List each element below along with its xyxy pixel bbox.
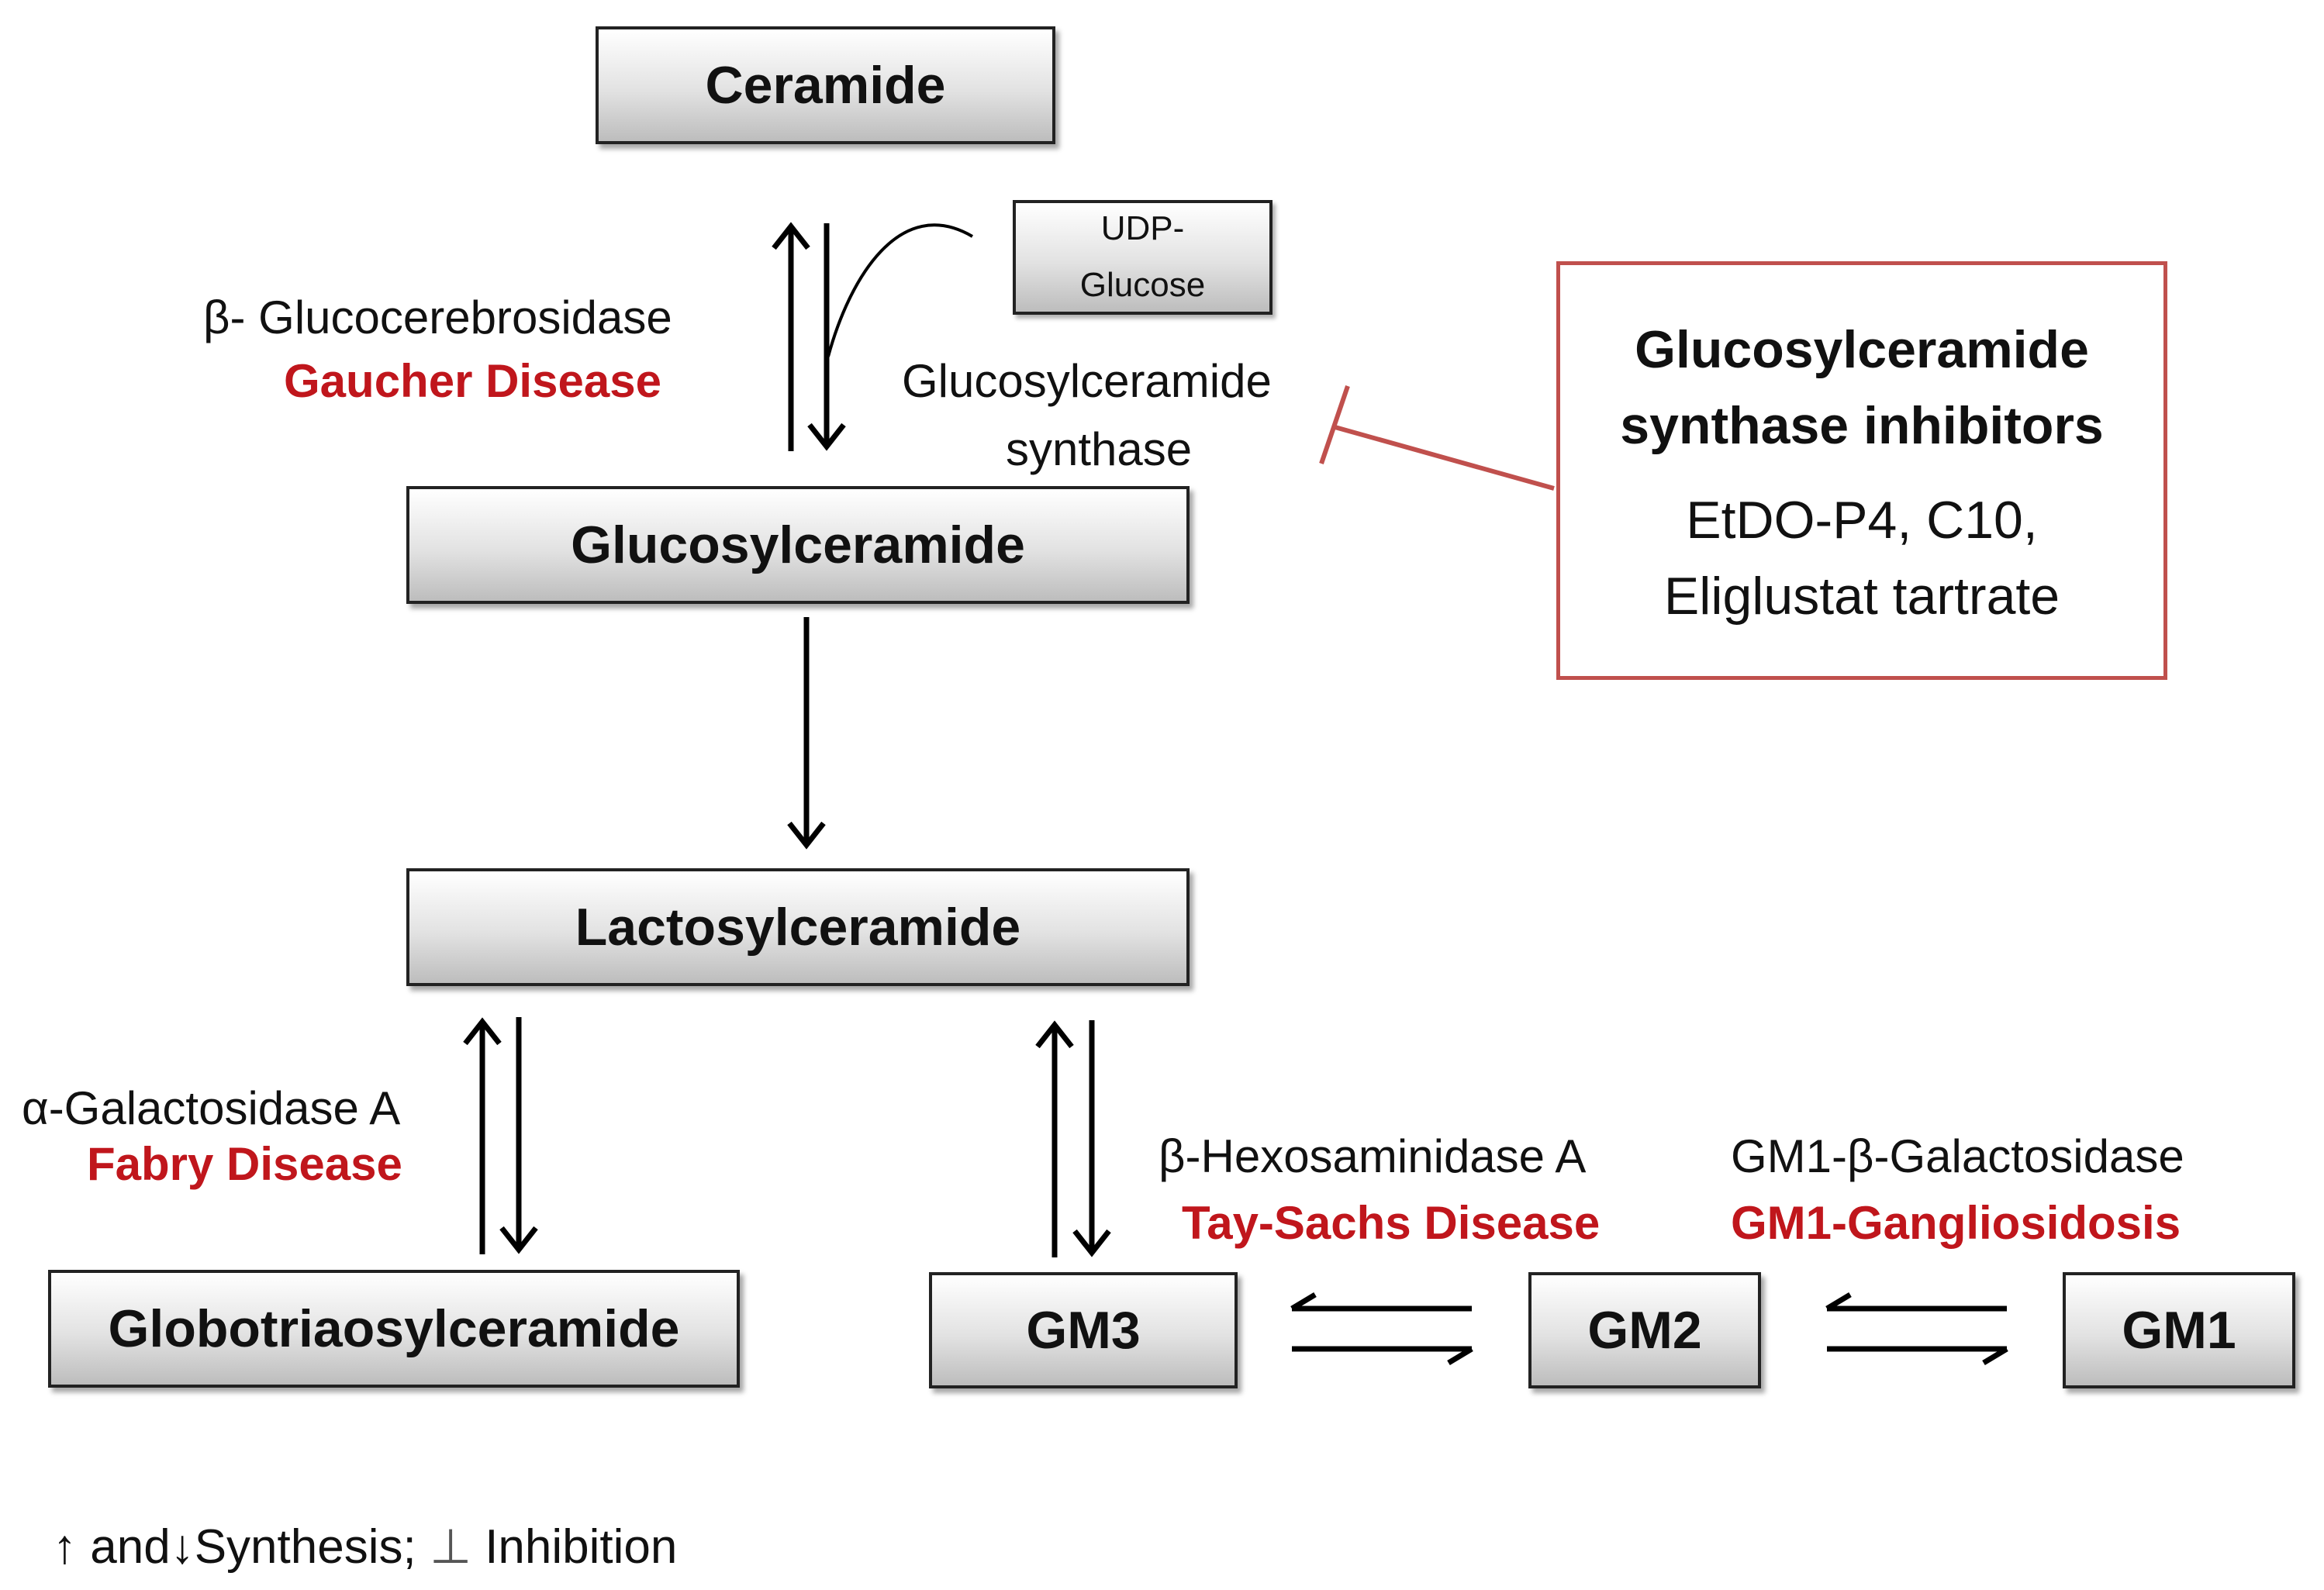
gm2-to-gm1-arrow <box>1827 1346 2008 1366</box>
gaucher-disease-label: Gaucher Disease <box>284 355 661 407</box>
gcs-label-line2: synthase <box>1006 423 1193 475</box>
udp-glucose-node: UDP- Glucose <box>1013 200 1273 315</box>
inhibitor-title-line1: Glucosylceramide <box>1635 320 2089 379</box>
fabry-disease-label: Fabry Disease <box>87 1138 402 1190</box>
gm3-up-arrow <box>1035 1020 1074 1257</box>
legend-up-arrow-icon: ↑ <box>53 1520 77 1574</box>
globotriaosylceramide-label: Globotriaosylceramide <box>108 1299 680 1358</box>
udp-glucose-label-line1: UDP- <box>1100 209 1185 248</box>
udp-glucose-curve <box>827 223 974 357</box>
legend-and-text: and <box>90 1520 171 1574</box>
glucosylceramide-node: Glucosylceramide <box>406 486 1190 604</box>
gm3-label: GM3 <box>1026 1301 1141 1360</box>
legend-inhibition-symbol: ⊥ <box>429 1520 471 1574</box>
gm3-node: GM3 <box>929 1272 1238 1388</box>
glucosylceramide-label: Glucosylceramide <box>571 516 1025 574</box>
gm1-galactosidase-label: GM1-β-Galactosidase <box>1731 1130 2184 1182</box>
inhibitor-title-line2: synthase inhibitors <box>1620 396 2104 455</box>
globotriaosylceramide-node: Globotriaosylceramide <box>48 1270 740 1388</box>
legend-synthesis-text: Synthesis; <box>194 1520 416 1574</box>
gm3-down-arrow <box>1072 1020 1111 1257</box>
tay-sachs-disease-label: Tay-Sachs Disease <box>1182 1197 1601 1249</box>
inhibitor-list: EtDO-P4, C10, Eliglustat tartrate <box>1560 482 2163 634</box>
udp-glucose-label-line2: Glucose <box>1079 266 1206 304</box>
ceramide-node: Ceramide <box>596 26 1055 144</box>
lactosylceramide-node: Lactosylceramide <box>406 868 1190 986</box>
inhibitor-list-line1: EtDO-P4, C10, <box>1686 491 2038 550</box>
legend-down-arrow-icon: ↓ <box>170 1520 195 1574</box>
glucosylceramide-to-lactosylceramide-arrow <box>787 617 826 850</box>
inhibition-line <box>1319 385 1555 491</box>
inhibitor-box: Glucosylceramide synthase inhibitors EtD… <box>1556 261 2167 680</box>
gm2-label: GM2 <box>1587 1301 1702 1360</box>
globo-down-arrow <box>499 1017 538 1254</box>
inhibitor-list-line2: Eliglustat tartrate <box>1663 567 2060 626</box>
gm1-to-gm2-arrow <box>1825 1292 2007 1312</box>
hexosaminidase-a-label: β-Hexosaminidase A <box>1159 1130 1587 1182</box>
gm3-to-gm2-arrow <box>1292 1346 1473 1366</box>
lactosylceramide-label: Lactosylceramide <box>575 898 1021 957</box>
globo-up-arrow <box>463 1017 502 1254</box>
ceramide-label: Ceramide <box>705 56 946 115</box>
legend: ↑ and↓Synthesis; ⊥ Inhibition <box>53 1518 677 1574</box>
ceramide-up-arrow <box>772 222 810 451</box>
inhibitor-title: Glucosylceramide synthase inhibitors <box>1560 312 2163 464</box>
gm1-label: GM1 <box>2122 1301 2236 1360</box>
ceramide-down-arrow <box>807 223 846 451</box>
gcs-label-line1: Glucosylceramide <box>902 355 1272 407</box>
galactosidase-a-label: α-Galactosidase A <box>22 1082 401 1134</box>
gm2-to-gm3-arrow <box>1290 1292 1472 1312</box>
legend-inhibition-text: Inhibition <box>485 1520 678 1574</box>
gm2-node: GM2 <box>1528 1272 1761 1388</box>
gm1-node: GM1 <box>2063 1272 2295 1388</box>
glucocerebrosidase-label: β- Glucocerebrosidase <box>203 291 672 343</box>
gm1-gangliosidosis-label: GM1-Gangliosidosis <box>1731 1197 2181 1249</box>
